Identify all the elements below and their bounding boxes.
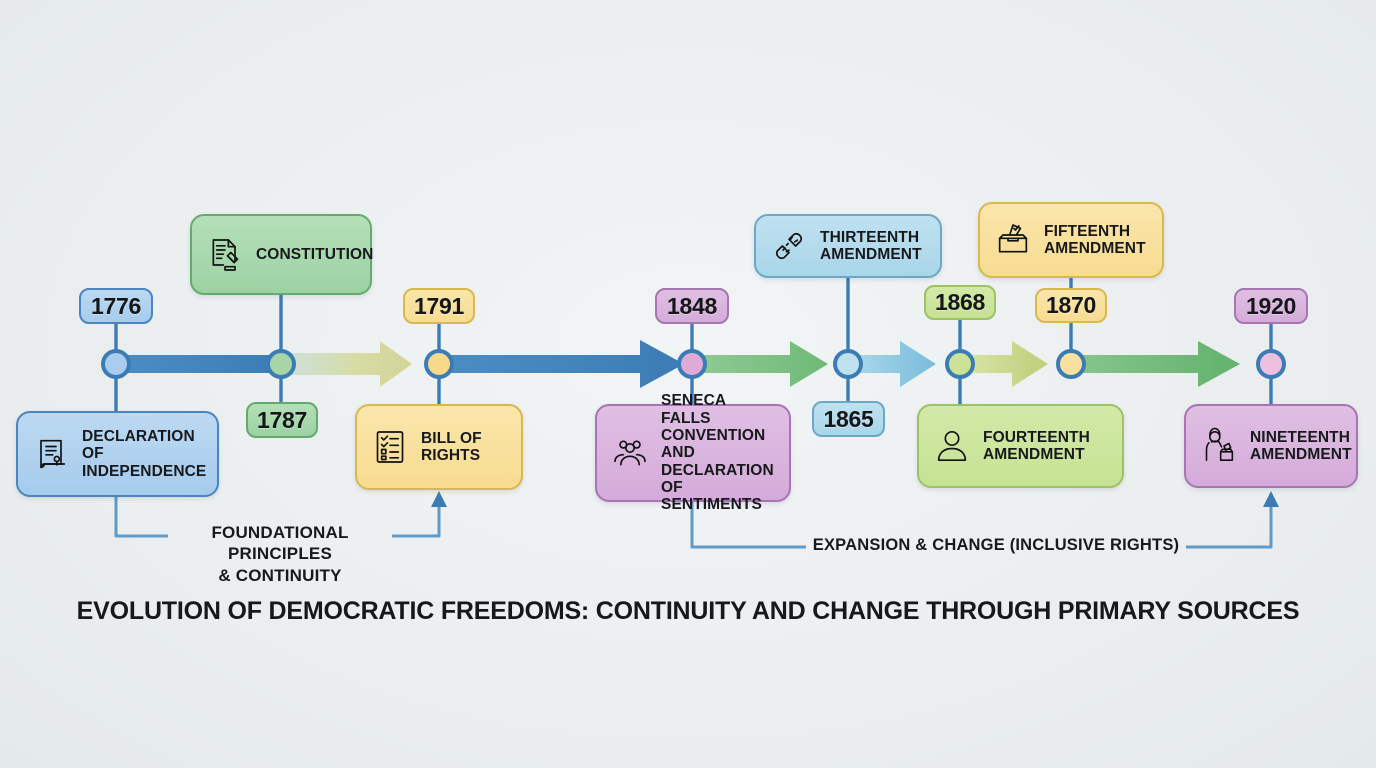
event-label: CONSTITUTION	[256, 245, 374, 263]
timeline-node-1920[interactable]	[1256, 349, 1286, 379]
document-gavel-icon	[204, 234, 246, 276]
checklist-icon	[369, 426, 411, 468]
timeline-node-1791[interactable]	[424, 349, 454, 379]
segment-1848-1865	[700, 341, 828, 387]
broken-chain-icon	[768, 225, 810, 267]
event-label: FIFTEENTH AMENDMENT	[1044, 222, 1146, 257]
woman-voting-icon	[1198, 425, 1240, 467]
event-label: NINETEENTH AMENDMENT	[1250, 428, 1352, 463]
timeline-node-1787[interactable]	[266, 349, 296, 379]
year-label: 1865	[823, 405, 874, 432]
event-label: SENECA FALLS CONVENTION AND DECLARATION …	[661, 392, 774, 514]
segment-1776-1787	[116, 355, 286, 373]
page-title: EVOLUTION OF DEMOCRATIC FREEDOMS: CONTIN…	[76, 597, 1300, 625]
person-icon	[931, 425, 973, 467]
year-label: 1920	[1246, 292, 1296, 319]
event-card-nineteenth-amendment[interactable]: NINETEENTH AMENDMENT	[1184, 404, 1358, 488]
segment-1870-1920	[1081, 341, 1240, 387]
event-card-bill-of-rights[interactable]: BILL OF RIGHTS	[355, 404, 523, 490]
timeline-node-1848[interactable]	[677, 349, 707, 379]
annotation-expansion: EXPANSION & CHANGE (INCLUSIVE RIGHTS)	[806, 535, 1186, 556]
year-badge-1870[interactable]: 1870	[1035, 288, 1107, 323]
event-card-thirteenth-amendment[interactable]: THIRTEENTH AMENDMENT	[754, 214, 942, 278]
annotation-foundational-line2: & CONTINUITY	[218, 565, 342, 585]
year-badge-1868[interactable]: 1868	[924, 285, 996, 320]
event-label: DECLARATION OF INDEPENDENCE	[82, 427, 207, 480]
timeline-node-1870[interactable]	[1056, 349, 1086, 379]
event-card-seneca-falls[interactable]: SENECA FALLS CONVENTION AND DECLARATION …	[595, 392, 791, 513]
year-badge-1865[interactable]: 1865	[812, 401, 885, 437]
year-label: 1870	[1046, 292, 1096, 318]
event-label: BILL OF RIGHTS	[421, 429, 482, 464]
arrowhead-bill-of-rights	[431, 491, 447, 507]
year-badge-1791[interactable]: 1791	[403, 288, 475, 324]
scroll-document-icon	[30, 433, 72, 475]
ballot-box-icon	[992, 219, 1034, 261]
year-label: 1776	[91, 292, 141, 319]
annotation-foundational: FOUNDATIONAL PRINCIPLES & CONTINUITY	[168, 522, 392, 586]
year-badge-1787[interactable]: 1787	[246, 402, 318, 438]
year-badge-1776[interactable]: 1776	[79, 288, 153, 324]
year-badge-1920[interactable]: 1920	[1234, 288, 1308, 324]
event-card-declaration-of-independence[interactable]: DECLARATION OF INDEPENDENCE	[16, 411, 219, 497]
annotation-foundational-line1: FOUNDATIONAL PRINCIPLES	[211, 523, 349, 564]
annotation-expansion-line1: EXPANSION & CHANGE (INCLUSIVE RIGHTS)	[812, 536, 1180, 554]
segment-1791-1848	[439, 340, 684, 388]
segment-1868-1870	[970, 341, 1048, 387]
year-label: 1787	[257, 406, 307, 433]
group-people-icon	[609, 432, 651, 474]
year-label: 1868	[935, 289, 985, 315]
event-card-constitution[interactable]: CONSTITUTION	[190, 214, 374, 295]
arrowhead-nineteenth	[1263, 491, 1279, 507]
event-label: THIRTEENTH AMENDMENT	[820, 228, 922, 263]
segment-1865-1868	[858, 341, 936, 387]
timeline-node-1776[interactable]	[101, 349, 131, 379]
year-badge-1848[interactable]: 1848	[655, 288, 729, 324]
event-card-fourteenth-amendment[interactable]: FOURTEENTH AMENDMENT	[917, 404, 1124, 488]
timeline-node-1868[interactable]	[945, 349, 975, 379]
year-label: 1791	[414, 292, 464, 319]
segment-1787-1791	[281, 341, 412, 387]
timeline-node-1865[interactable]	[833, 349, 863, 379]
event-card-fifteenth-amendment[interactable]: FIFTEENTH AMENDMENT	[978, 202, 1164, 278]
year-label: 1848	[667, 292, 717, 319]
event-label: FOURTEENTH AMENDMENT	[983, 428, 1090, 463]
